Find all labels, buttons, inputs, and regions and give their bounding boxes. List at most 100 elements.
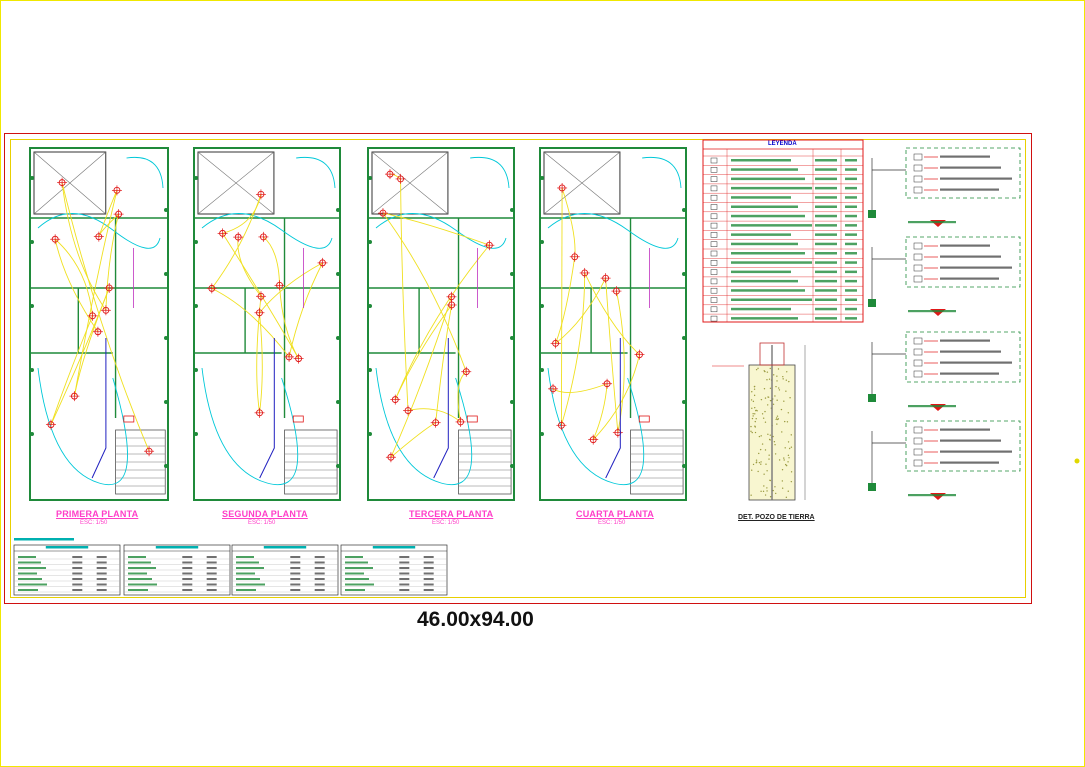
plan-1-light-circuit [73,190,118,397]
circuit-desc-bar [940,155,990,158]
plan-3-outlet [368,304,372,308]
summary-cell-bar [345,578,369,580]
circuit-desc-bar [940,188,999,191]
ground-well-fill-dot [777,387,780,389]
legend-symbol [710,176,718,182]
legend-symbol [710,232,718,238]
legend-desc-bar [731,168,798,171]
ground-well-fill-dot [768,438,771,441]
circuit-breaker [913,264,923,272]
plan-1-return-circuit-3 [126,156,164,189]
plan-3-outlet [510,464,514,468]
legend-symbol [710,315,718,322]
ground-well-fill-dot [760,463,762,465]
ground-well-fill-dot [763,485,765,487]
circuit-board-1 [905,147,1021,199]
summary-value-bar [72,572,83,575]
ground-well-fill-dot [769,479,772,482]
summary-cell-bar [345,561,368,564]
summary-table-title-bar [263,546,307,549]
ground-well-fill-dot [768,378,771,380]
summary-value-bar [206,589,217,591]
ground-well-fill-dot [774,453,777,455]
legend-unit-bar [845,168,857,171]
ground-well-fill-dot [767,433,769,435]
plan-title-1: PRIMERA PLANTA [56,509,139,519]
ground-well-fill-dot [752,415,754,417]
summary-value-bar [72,556,83,558]
circuit-breaker [913,175,923,183]
summary-value-bar [182,572,193,575]
legend-unit-bar [845,205,857,208]
summary-value-bar [206,578,217,580]
ground-well-fill-dot [750,425,752,428]
plan-2-outlet [336,272,340,276]
legend-desc-bar [731,289,805,292]
circuit-breaker [913,253,923,261]
ground-well-fill-dot [760,398,763,401]
ground-well-fill-dot [769,387,772,390]
plan-4-outlet [682,208,686,212]
circuit-breaker [913,242,923,250]
plan-3-light-circuit [407,408,461,423]
circuit-breaker [913,275,923,283]
legend-desc-bar [731,242,798,246]
ground-well-fill-dot [789,397,791,399]
plan-3-outlet [510,208,514,212]
plan-1-return-circuit-2 [37,367,128,485]
plan-1-light-circuit [105,214,120,311]
plan-4-outer-wall [539,147,687,501]
ground-well-fill-dot [769,367,771,370]
ground-well-fill-dot [775,385,777,388]
ground-well-fill-dot [766,371,769,373]
summary-table-title-bar [372,546,416,549]
ground-well-fill-dot [754,431,757,434]
legend-desc-bar [731,214,805,218]
plan-2-outlet [336,208,340,212]
plan-4-outlet [540,304,544,308]
summary-value-bar [182,561,193,564]
legend-spec-bar [815,270,837,274]
summary-value-bar [206,556,217,558]
plan-3-light-circuit [390,296,452,458]
summary-value-bar [96,567,107,569]
pozo-title: DET. POZO DE TIERRA [738,514,815,521]
ground-well-fill-dot [764,421,767,423]
ground-well-fill-dot [755,459,758,461]
summary-value-bar [399,572,410,575]
legend-spec-bar [815,298,837,301]
plan-1-light-circuit [61,182,107,311]
summary-value-bar [314,572,325,575]
legend-spec-bar [815,289,837,292]
ground-well-fill-dot [758,452,760,455]
plan-2-light-circuit [222,233,299,359]
legend-unit-bar [845,196,857,199]
legend-desc-bar [731,317,798,320]
summary-value-bar [290,578,301,580]
legend-desc-bar [731,177,805,181]
ground-well-fill-dot [774,486,776,488]
circuit-board-2 [905,236,1021,288]
summary-value-bar [206,567,217,569]
summary-value-bar [182,589,193,591]
ground-well-fill-dot [785,464,788,467]
plan-4-light-circuit [592,354,640,440]
summary-value-bar [96,589,107,591]
plan-1-outlet [164,336,168,340]
ground-well-fill-dot [751,391,753,393]
legend-spec-bar [815,307,837,311]
summary-cell-bar [236,589,256,591]
summary-value-bar [290,583,301,586]
ground-well-fill-dot [767,396,770,398]
legend-desc-bar [731,298,812,301]
legend-symbol [710,167,718,173]
ground-well-fill-dot [754,406,756,409]
ground-well-fill-dot [788,380,790,383]
ground-well-fill-dot [787,454,790,457]
circuit-desc-bar [940,266,1012,269]
ground-well-fill-dot [772,489,774,492]
ground-well-fill-dot [752,413,754,415]
plan-3-void-cross-b [371,151,449,215]
ground-well-fill-dot [766,379,768,381]
ground-well-fill-dot [764,494,767,496]
